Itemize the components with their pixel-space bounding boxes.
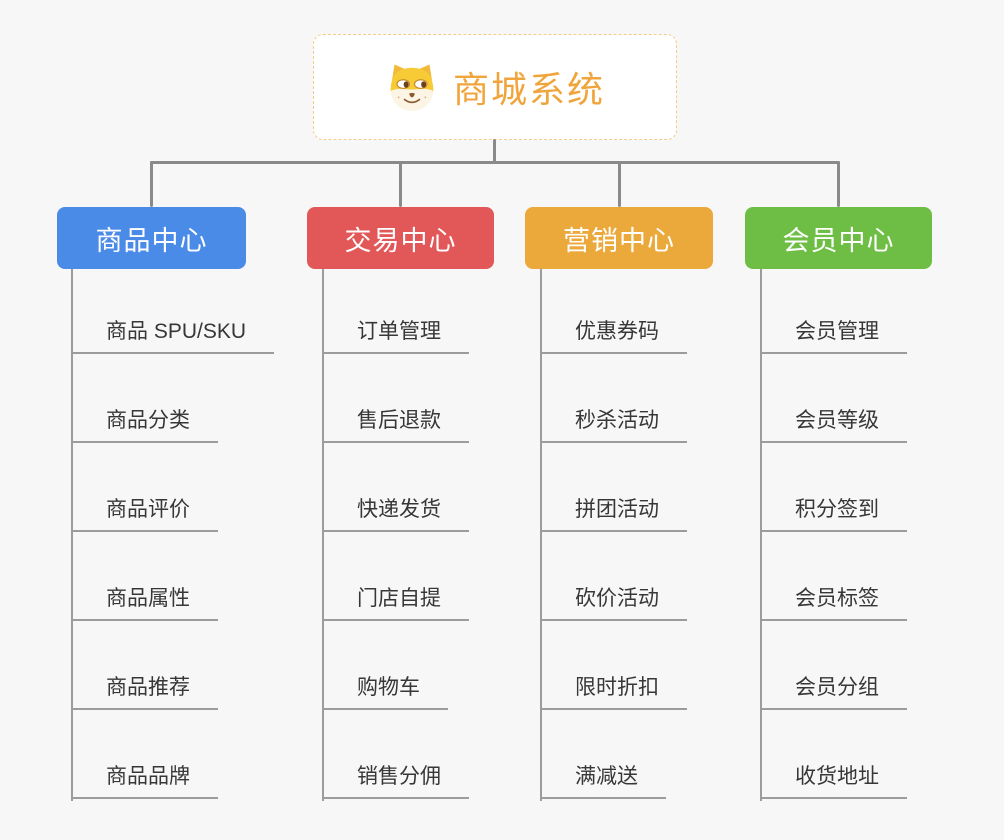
- leaf-node-aftersale-refund[interactable]: 售后退款: [322, 354, 469, 443]
- leaf-label: 售后退款: [357, 409, 441, 432]
- root-node-title: 商城系统: [452, 69, 605, 110]
- branch-node-member-center[interactable]: 会员中心: [745, 207, 932, 269]
- leaf-label: 收货地址: [795, 765, 879, 788]
- leaf-group-trade-center: 订单管理 售后退款 快递发货 门店自提 购物车 销售分佣: [322, 269, 469, 799]
- leaf-label: 会员管理: [795, 320, 879, 343]
- leaf-label: 秒杀活动: [575, 409, 659, 432]
- leaf-label: 限时折扣: [575, 676, 659, 699]
- leaf-node-order-management[interactable]: 订单管理: [322, 269, 469, 354]
- branch-line-trade-center: [322, 269, 324, 801]
- leaf-label: 拼团活动: [575, 498, 659, 521]
- leaf-group-product-center: 商品 SPU/SKU 商品分类 商品评价 商品属性 商品推荐 商品品牌: [71, 269, 275, 799]
- leaf-label: 会员分组: [795, 676, 879, 699]
- leaf-label: 会员等级: [795, 409, 879, 432]
- leaf-node-member-tag[interactable]: 会员标签: [760, 532, 907, 621]
- connector-drop-trade-center: [399, 161, 402, 207]
- leaf-label: 满减送: [575, 765, 638, 788]
- leaf-node-group-buy[interactable]: 拼团活动: [540, 443, 687, 532]
- leaf-label: 销售分佣: [357, 765, 441, 788]
- leaf-node-shipping-address[interactable]: 收货地址: [760, 710, 907, 799]
- leaf-node-express-delivery[interactable]: 快递发货: [322, 443, 469, 532]
- leaf-label: 商品评价: [106, 498, 190, 521]
- leaf-label: 快递发货: [357, 498, 441, 521]
- leaf-node-store-pickup[interactable]: 门店自提: [322, 532, 469, 621]
- leaf-node-product-category[interactable]: 商品分类: [71, 354, 218, 443]
- leaf-node-member-management[interactable]: 会员管理: [760, 269, 907, 354]
- leaf-node-product-recommend[interactable]: 商品推荐: [71, 621, 218, 710]
- leaf-label: 积分签到: [795, 498, 879, 521]
- leaf-label: 订单管理: [357, 320, 441, 343]
- branch-node-marketing-center[interactable]: 营销中心: [525, 207, 713, 269]
- leaf-node-coupon-code[interactable]: 优惠券码: [540, 269, 687, 354]
- leaf-node-bargain-activity[interactable]: 砍价活动: [540, 532, 687, 621]
- leaf-node-member-group[interactable]: 会员分组: [760, 621, 907, 710]
- branch-node-trade-center[interactable]: 交易中心: [307, 207, 494, 269]
- leaf-node-product-attribute[interactable]: 商品属性: [71, 532, 218, 621]
- leaf-node-product-brand[interactable]: 商品品牌: [71, 710, 218, 799]
- leaf-node-member-level[interactable]: 会员等级: [760, 354, 907, 443]
- branch-line-marketing-center: [540, 269, 542, 801]
- leaf-label: 门店自提: [357, 587, 441, 610]
- connector-cross-bar: [150, 161, 840, 164]
- leaf-label: 商品品牌: [106, 765, 190, 788]
- leaf-label: 商品推荐: [106, 676, 190, 699]
- leaf-node-product-review[interactable]: 商品评价: [71, 443, 218, 532]
- leaf-label: 会员标签: [795, 587, 879, 610]
- leaf-node-flash-sale[interactable]: 秒杀活动: [540, 354, 687, 443]
- connector-drop-marketing-center: [618, 161, 621, 207]
- leaf-node-product-spu-sku[interactable]: 商品 SPU/SKU: [71, 269, 275, 354]
- dog-face-icon: [385, 62, 439, 112]
- connector-drop-product-center: [150, 161, 153, 207]
- leaf-label: 优惠券码: [575, 320, 659, 343]
- leaf-group-member-center: 会员管理 会员等级 积分签到 会员标签 会员分组 收货地址: [760, 269, 907, 799]
- leaf-node-full-reduction[interactable]: 满减送: [540, 710, 666, 799]
- leaf-node-sales-commission[interactable]: 销售分佣: [322, 710, 469, 799]
- connector-root-stem: [493, 139, 496, 164]
- branch-line-product-center: [71, 269, 73, 801]
- leaf-node-limited-time-discount[interactable]: 限时折扣: [540, 621, 687, 710]
- leaf-label: 购物车: [357, 676, 420, 699]
- leaf-label: 砍价活动: [575, 587, 659, 610]
- leaf-node-shopping-cart[interactable]: 购物车: [322, 621, 448, 710]
- leaf-node-points-checkin[interactable]: 积分签到: [760, 443, 907, 532]
- leaf-label: 商品分类: [106, 409, 190, 432]
- leaf-label: 商品 SPU/SKU: [106, 320, 247, 343]
- branch-node-product-center[interactable]: 商品中心: [57, 207, 246, 269]
- connector-drop-member-center: [837, 161, 840, 207]
- leaf-label: 商品属性: [106, 587, 190, 610]
- root-node-mall-system[interactable]: 商城系统: [313, 34, 677, 140]
- leaf-group-marketing-center: 优惠券码 秒杀活动 拼团活动 砍价活动 限时折扣 满减送: [540, 269, 687, 799]
- branch-line-member-center: [760, 269, 762, 801]
